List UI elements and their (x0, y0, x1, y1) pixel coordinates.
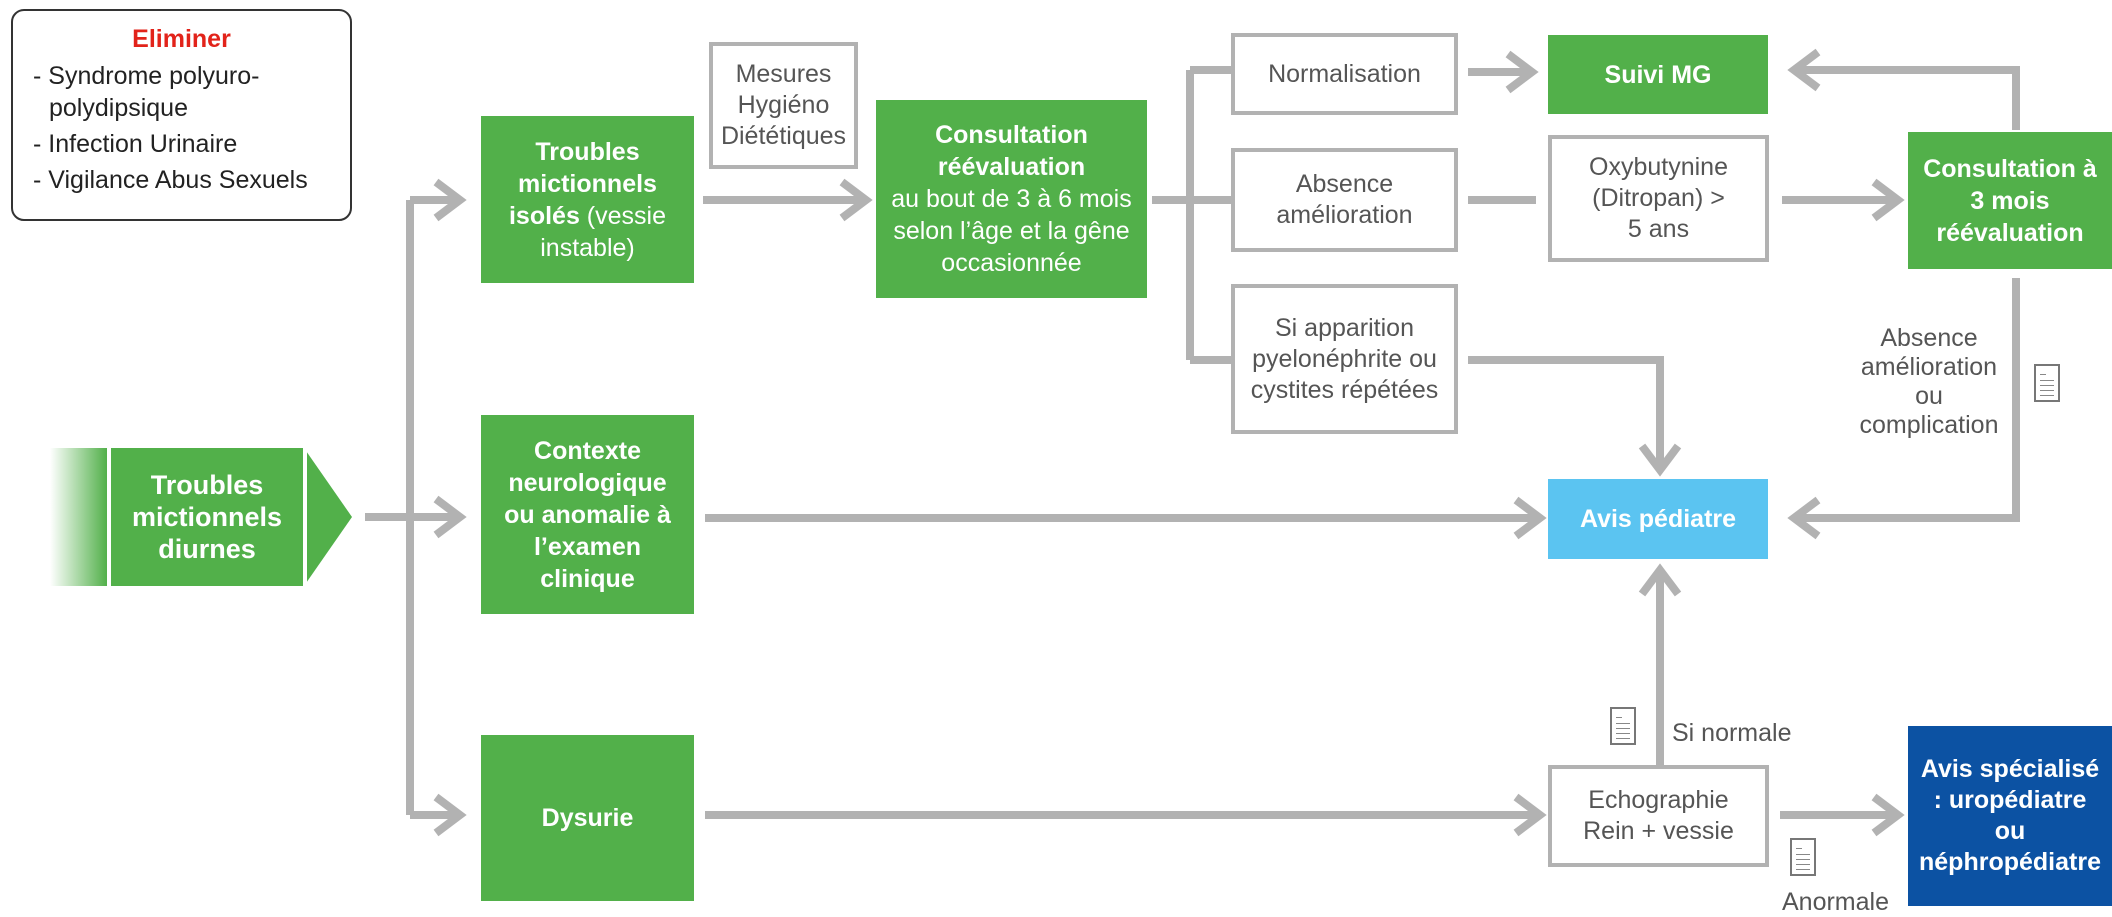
document-icon (2034, 364, 2060, 402)
suivi-mg-label: Suivi MG (1604, 60, 1712, 89)
si-normale-label: Si normale (1672, 719, 1792, 747)
consultation-3mois-label: Consultation à 3 mois réévaluation (1923, 154, 2097, 247)
oxybutynine-node: Oxybutynine (Ditropan) > 5 ans (1548, 135, 1769, 262)
troubles-isoles-node: Troubles mictionnels isolés (vessie inst… (481, 116, 694, 283)
consultation-reevaluation-detail: au bout de 3 à 6 mois selon l’âge et la … (891, 185, 1132, 277)
absence-complication-label: Absence amélioration ou complication (1859, 324, 1999, 439)
suivi-mg-node: Suivi MG (1548, 35, 1768, 114)
echographie-node: Echographie Rein + vessie (1548, 765, 1769, 867)
start-node-label: Troubles mictionnels diurnes (131, 470, 283, 564)
avis-specialise-node: Avis spécialisé : uropédiatre ou néphrop… (1908, 726, 2112, 906)
avis-pediatre-node: Avis pédiatre (1548, 479, 1768, 559)
oxybutynine-label: Oxybutynine (Ditropan) > 5 ans (1589, 153, 1728, 243)
absence-amelioration-node: Absence amélioration (1231, 148, 1458, 252)
pyelonephrite-node: Si apparition pyelonéphrite ou cystites … (1231, 284, 1458, 434)
anormale-label: Anormale (1782, 888, 1889, 916)
document-icon (1790, 838, 1816, 876)
document-icon (1610, 707, 1636, 745)
dysurie-label: Dysurie (541, 804, 634, 832)
troubles-isoles-normal: (vessie instable) (540, 201, 666, 262)
eliminer-item: - Infection Urinaire (33, 130, 238, 158)
eliminer-item: - Vigilance Abus Sexuels (33, 166, 308, 194)
pyelonephrite-label: Si apparition pyelonéphrite ou cystites … (1250, 313, 1439, 404)
consultation-reevaluation-node: Consultation réévaluation au bout de 3 à… (876, 100, 1147, 298)
dysurie-node: Dysurie (481, 735, 694, 901)
contexte-neuro-label: Contexte neurologique ou anomalie à l’ex… (504, 436, 671, 593)
consultation-reevaluation-bold: Consultation réévaluation (935, 121, 1088, 181)
avis-pediatre-label: Avis pédiatre (1579, 504, 1737, 533)
eliminer-list: - Syndrome polyuro-polydipsique - Infect… (33, 60, 330, 196)
absence-amelioration-label: Absence amélioration (1276, 170, 1413, 229)
echographie-label: Echographie Rein + vessie (1583, 786, 1734, 845)
eliminer-box: Eliminer - Syndrome polyuro-polydipsique… (11, 9, 352, 221)
troubles-isoles-bold: Troubles mictionnels isolés (508, 137, 657, 230)
contexte-neuro-node: Contexte neurologique ou anomalie à l’ex… (481, 415, 694, 614)
eliminer-title: Eliminer (132, 25, 231, 53)
consultation-3mois-node: Consultation à 3 mois réévaluation (1908, 132, 2112, 269)
eliminer-item: - Syndrome polyuro-polydipsique (33, 62, 260, 122)
avis-specialise-label: Avis spécialisé : uropédiatre ou néphrop… (1919, 755, 2101, 876)
mhd-label: Mesures Hygiéno Diététiques (720, 60, 847, 150)
normalisation-label: Normalisation (1268, 59, 1421, 88)
mhd-node: Mesures Hygiéno Diététiques (709, 42, 858, 169)
start-shape (50, 448, 352, 586)
normalisation-node: Normalisation (1231, 33, 1458, 115)
